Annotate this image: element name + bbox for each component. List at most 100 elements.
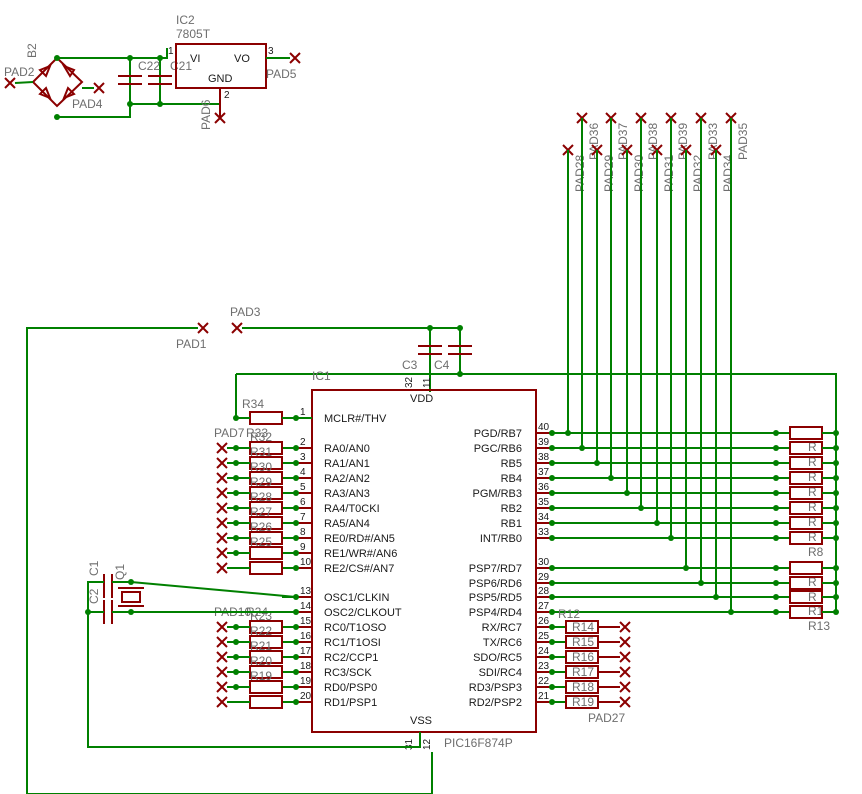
pad-terminal[interactable] <box>619 651 631 663</box>
pullup-resistor[interactable]: R <box>552 486 839 514</box>
pad-terminal[interactable] <box>619 636 631 648</box>
pad5-terminal[interactable]: PAD5 <box>266 52 301 81</box>
pullup-resistor[interactable]: R13 <box>552 605 839 633</box>
capacitor-c2[interactable]: C2 <box>87 588 113 624</box>
pad-terminal[interactable] <box>216 532 228 544</box>
pad-terminal[interactable] <box>216 457 228 469</box>
pullup-resistor[interactable]: R <box>552 561 839 589</box>
port-resistor-r14[interactable]: R14 <box>552 620 631 634</box>
top-pad-pad35[interactable]: PAD35 <box>725 112 750 615</box>
resistor-r28[interactable]: R28 <box>216 490 283 515</box>
pad-terminal[interactable] <box>216 696 228 708</box>
pullup-resistor[interactable]: R <box>552 471 839 499</box>
capacitor-c1[interactable]: C1 <box>87 560 113 598</box>
pad-terminal[interactable] <box>216 502 228 514</box>
pad-terminal[interactable] <box>216 442 228 454</box>
capacitor-c3[interactable]: C3 <box>402 345 442 372</box>
pullup-resistor[interactable]: R <box>552 501 839 529</box>
port-resistor-r18[interactable]: R18 <box>552 680 631 694</box>
port-resistor-r17[interactable]: R17 <box>552 665 631 679</box>
top-pad-pad30[interactable]: PAD30 <box>621 144 646 496</box>
pad-terminal[interactable] <box>216 681 228 693</box>
resistor-r32[interactable]: R32 <box>216 430 283 455</box>
capacitor-c4[interactable]: C4 <box>434 345 472 372</box>
resistor-r25[interactable]: R25 <box>216 535 283 560</box>
pullup-resistor[interactable]: R <box>552 456 839 484</box>
pad-terminal[interactable] <box>216 621 228 633</box>
top-pad-pad29[interactable]: PAD29 <box>591 144 616 466</box>
pad-terminal[interactable] <box>216 487 228 499</box>
microcontroller-ic1[interactable]: IC1 PIC16F874P VDD VSS 32 11 31 12 <box>311 369 537 750</box>
port-resistor-r19[interactable]: R19 <box>552 695 631 709</box>
pad4-terminal[interactable]: PAD4 <box>72 82 105 111</box>
pad-terminal[interactable] <box>619 621 631 633</box>
pad-terminal[interactable] <box>619 666 631 678</box>
capacitor-c22[interactable]: C22 <box>118 59 160 85</box>
resistor-r19[interactable]: R19 <box>216 669 283 694</box>
pad-terminal[interactable] <box>216 517 228 529</box>
resistor-r30[interactable]: R30 <box>216 460 283 485</box>
resistor-r26[interactable]: R26 <box>216 520 283 545</box>
pad2-terminal[interactable]: PAD2 <box>4 65 35 89</box>
pullup-resistor[interactable]: R <box>552 576 839 604</box>
pad-terminal[interactable] <box>619 696 631 708</box>
resistor-r21[interactable]: R21 <box>216 639 283 664</box>
pad-terminal[interactable] <box>216 562 228 574</box>
top-pad-pad28[interactable]: PAD28 <box>562 144 587 436</box>
pad1-terminal[interactable]: PAD1 <box>176 322 209 351</box>
pullup-resistor[interactable]: R <box>552 516 839 544</box>
resistor-r22[interactable]: R22 <box>216 624 283 649</box>
bridge-rectifier-b2[interactable]: B2 <box>25 43 84 108</box>
pad-terminal[interactable] <box>216 666 228 678</box>
pullup-resistor[interactable]: R1 <box>552 590 839 618</box>
regulator-ic2[interactable]: IC2 7805T VI VO GND 1 3 2 <box>168 13 274 101</box>
pad-terminal[interactable] <box>216 651 228 663</box>
resistor-r29[interactable]: R29 <box>216 475 283 500</box>
pullup-resistor[interactable]: R <box>552 426 839 454</box>
pullup-resistor[interactable]: R <box>552 441 839 469</box>
crystal-q1[interactable]: Q1 <box>113 564 144 607</box>
resistor-r31[interactable]: R31 <box>216 445 283 470</box>
pad-terminal[interactable] <box>216 547 228 559</box>
pad3-terminal[interactable]: PAD3 <box>230 305 261 334</box>
pad6-terminal[interactable]: PAD6 <box>199 99 226 130</box>
resistor-r20[interactable]: R20 <box>216 654 283 679</box>
resistor-r34[interactable]: R34 <box>242 397 283 425</box>
port-resistor-r15[interactable]: R15 <box>552 635 631 649</box>
pad-terminal[interactable] <box>216 472 228 484</box>
pad-terminal[interactable] <box>619 681 631 693</box>
pullup-resistor[interactable]: R8 <box>552 531 839 559</box>
resistor[interactable] <box>216 695 283 709</box>
port-resistor-r16[interactable]: R16 <box>552 650 631 664</box>
top-pad-pad31[interactable]: PAD31 <box>651 144 676 526</box>
